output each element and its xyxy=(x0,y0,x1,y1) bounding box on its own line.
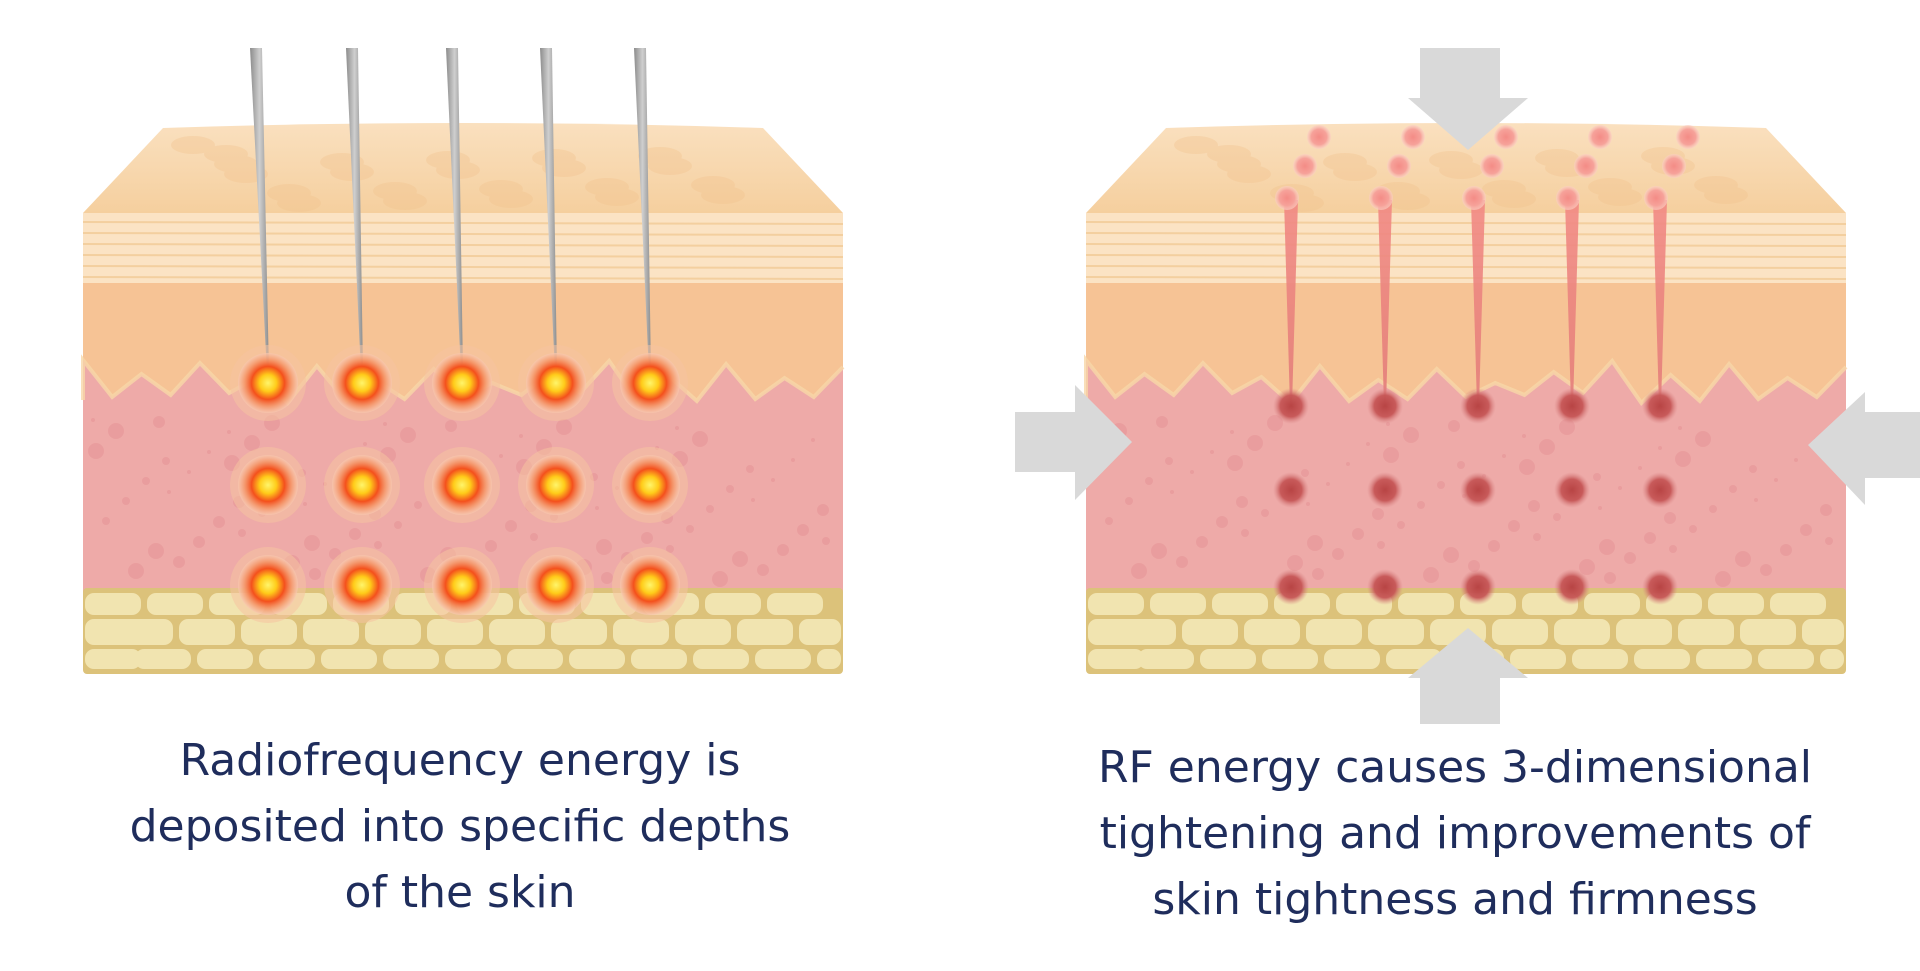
needle xyxy=(446,48,463,373)
bubble xyxy=(1574,154,1598,178)
energy-points xyxy=(230,345,688,623)
bubble xyxy=(1275,186,1299,210)
treated-point xyxy=(1367,472,1403,508)
caption-line: deposited into specific depths xyxy=(129,801,791,852)
energy-channel xyxy=(1284,200,1298,406)
energy-point xyxy=(526,555,586,615)
epidermis-surface xyxy=(83,123,843,213)
bubble xyxy=(1462,186,1486,210)
bubble xyxy=(1401,125,1425,149)
caption-line: RF energy causes 3-dimensional xyxy=(1097,742,1813,793)
skin-block-left xyxy=(81,48,845,674)
bubble xyxy=(1644,186,1668,210)
caption-line: tightening and improvements of xyxy=(1099,808,1811,859)
energy-channel xyxy=(1378,200,1392,406)
treated-point xyxy=(1273,388,1309,424)
energy-channel xyxy=(1653,200,1667,406)
energy-point xyxy=(526,353,586,413)
treated-point xyxy=(1273,569,1309,605)
caption-line: of the skin xyxy=(344,867,576,918)
energy-point xyxy=(432,353,492,413)
needle xyxy=(250,48,269,373)
treated-point xyxy=(1554,569,1590,605)
needles xyxy=(250,48,651,373)
needle xyxy=(540,48,557,373)
energy-point xyxy=(238,353,298,413)
energy-channels xyxy=(1284,200,1667,406)
treated-point xyxy=(1642,472,1678,508)
bubble xyxy=(1676,125,1700,149)
surface-bubbles xyxy=(1275,125,1700,210)
compression-arrows xyxy=(1015,48,1920,724)
treated-point xyxy=(1367,388,1403,424)
fat-cells xyxy=(1088,593,1844,669)
energy-point xyxy=(238,555,298,615)
bubble xyxy=(1494,125,1518,149)
bubble xyxy=(1307,125,1331,149)
caption-radiofrequency-deposition: Radiofrequency energy is deposited into … xyxy=(60,728,860,926)
bubble xyxy=(1387,154,1411,178)
energy-point xyxy=(332,455,392,515)
bubble xyxy=(1480,154,1504,178)
bubble xyxy=(1369,186,1393,210)
arrow-down-icon xyxy=(1408,48,1528,150)
energy-point xyxy=(620,555,680,615)
treated-point xyxy=(1460,569,1496,605)
bubble xyxy=(1662,154,1686,178)
energy-channel xyxy=(1471,200,1485,406)
energy-point xyxy=(620,455,680,515)
treated-point xyxy=(1273,472,1309,508)
bubble xyxy=(1293,154,1317,178)
arrow-right-icon xyxy=(1015,385,1132,500)
energy-point xyxy=(332,555,392,615)
arrow-left-icon xyxy=(1808,392,1920,505)
treated-point xyxy=(1642,388,1678,424)
skin-block-right xyxy=(1015,48,1920,724)
treated-point xyxy=(1554,472,1590,508)
energy-point xyxy=(526,455,586,515)
bubble xyxy=(1556,186,1580,210)
needle xyxy=(346,48,363,373)
treated-point xyxy=(1460,388,1496,424)
energy-point xyxy=(432,455,492,515)
caption-line: Radiofrequency energy is xyxy=(179,735,741,786)
caption-rf-tightening: RF energy causes 3-dimensional tightenin… xyxy=(1055,735,1855,933)
treated-point xyxy=(1367,569,1403,605)
caption-line: skin tightness and firmness xyxy=(1152,874,1758,925)
bubble xyxy=(1588,125,1612,149)
energy-point xyxy=(332,353,392,413)
energy-point xyxy=(238,455,298,515)
energy-point xyxy=(620,353,680,413)
treated-point xyxy=(1554,388,1590,424)
treated-point xyxy=(1460,472,1496,508)
treated-points xyxy=(1273,388,1678,605)
energy-channel xyxy=(1565,200,1579,406)
treated-point xyxy=(1642,569,1678,605)
energy-point xyxy=(432,555,492,615)
needle xyxy=(634,48,651,373)
arrow-up-icon xyxy=(1408,628,1528,724)
